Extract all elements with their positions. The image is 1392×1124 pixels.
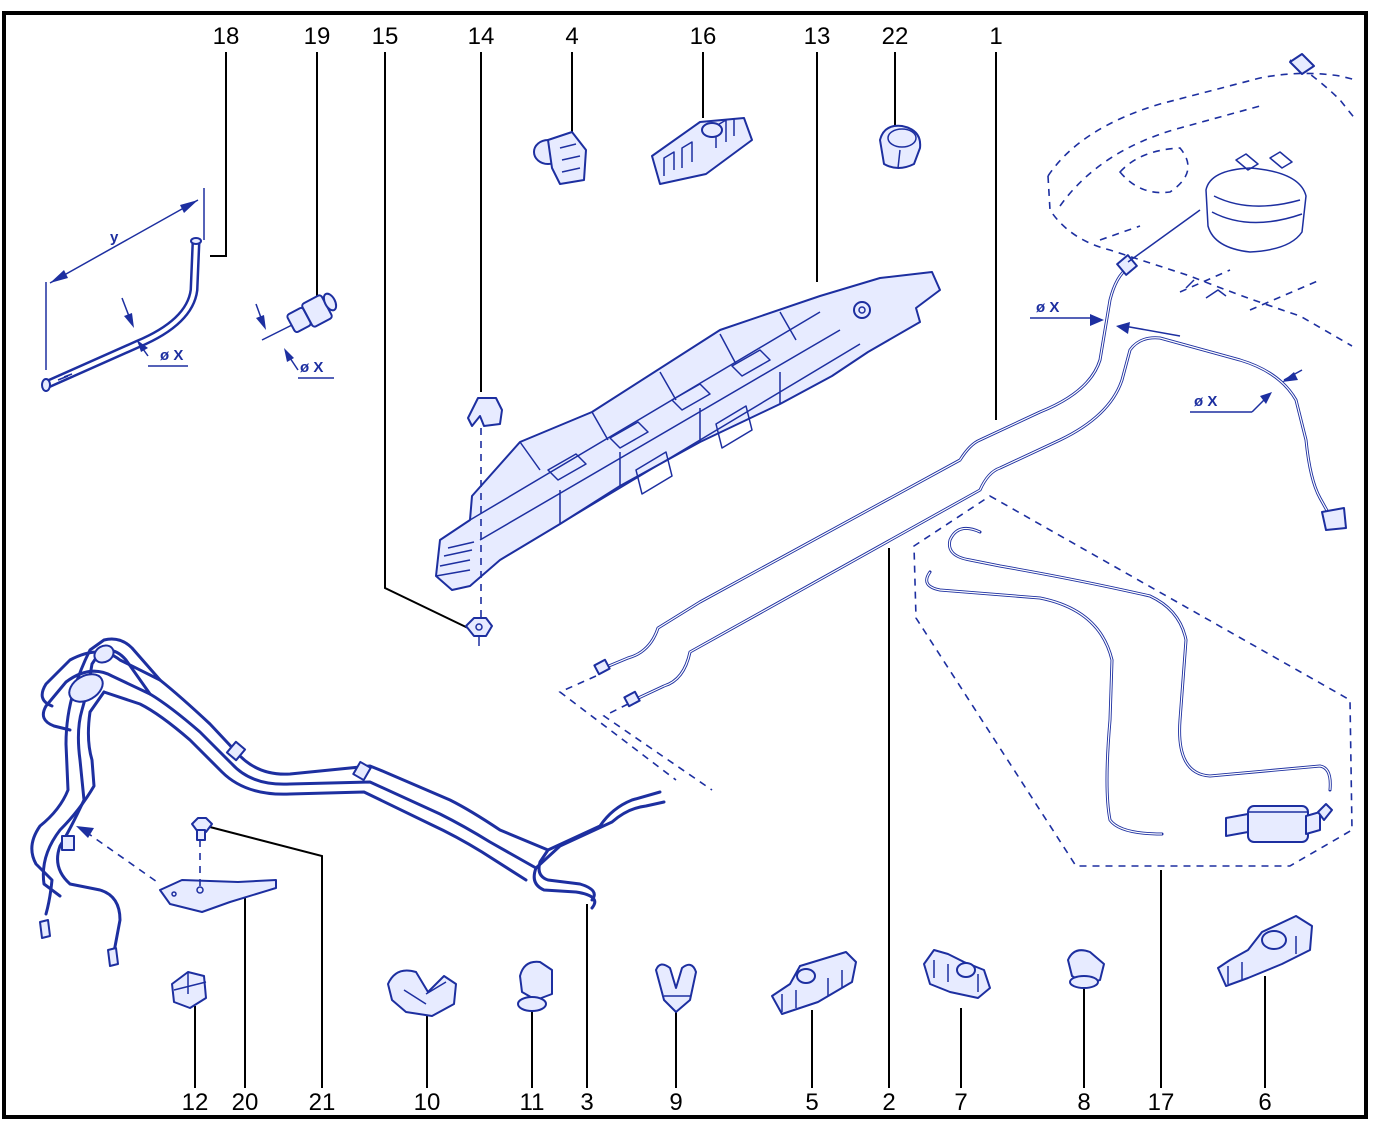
leader-15 (384, 52, 469, 629)
length-y-label: y (110, 229, 119, 246)
part-label-12: 12 (182, 1089, 209, 1116)
diameter-label-18: ø X (160, 347, 183, 364)
bottom-part-labels: 12 20 21 10 11 3 9 5 2 7 8 17 6 (182, 1089, 1272, 1116)
part-label-21: 21 (309, 1089, 336, 1116)
part-label-5: 5 (805, 1089, 818, 1116)
part-13-guard (435, 271, 941, 591)
part-label-15: 15 (372, 23, 399, 50)
diameter-label-1-left: ø X (1036, 299, 1059, 316)
part-11-clip (517, 960, 553, 1012)
diagram-frame (2, 11, 1368, 1119)
part-label-22: 22 (882, 23, 909, 50)
part-17-filter-assembly (913, 495, 1353, 867)
part-10-clip (387, 969, 457, 1017)
part-12-clip (171, 971, 207, 1009)
part-label-7: 7 (954, 1089, 967, 1116)
part-label-16: 16 (690, 23, 717, 50)
part-3-pipe-harness (30, 637, 666, 967)
part-5-clip (771, 951, 857, 1015)
part-4-clip (533, 131, 587, 185)
part-label-19: 19 (304, 23, 331, 50)
part-label-13: 13 (804, 23, 831, 50)
part-16-clip (651, 117, 753, 185)
part-label-10: 10 (414, 1089, 441, 1116)
part-1-2-pipes: ø X ø X (558, 254, 1347, 791)
part-label-3: 3 (580, 1089, 593, 1116)
part-21-bolt (191, 817, 213, 841)
leader-18 (210, 52, 227, 257)
diameter-label-1-right: ø X (1194, 393, 1217, 410)
part-15-nut (465, 617, 493, 646)
part-7-clip (923, 949, 991, 999)
part-label-14: 14 (468, 23, 495, 50)
part-18-bent-pipe: y ø X (41, 188, 205, 392)
part-20-bracket (159, 840, 277, 913)
part-6-clip (1217, 915, 1313, 987)
part-label-1: 1 (989, 23, 1002, 50)
part-label-9: 9 (669, 1089, 682, 1116)
part-label-2: 2 (882, 1089, 895, 1116)
part-22-clip (879, 124, 922, 169)
leader-lines (194, 52, 1266, 1088)
part-label-17: 17 (1148, 1089, 1175, 1116)
part-label-18: 18 (213, 23, 240, 50)
part-19-union: ø X (255, 292, 338, 379)
leader-21 (205, 825, 323, 1088)
top-part-labels: 18 19 15 14 4 16 13 22 1 (213, 23, 1003, 50)
part-label-11: 11 (520, 1089, 545, 1116)
diameter-label-19: ø X (300, 359, 323, 376)
part-label-20: 20 (232, 1089, 259, 1116)
part-8-clip (1067, 949, 1105, 989)
part-14-clip (467, 397, 503, 620)
part-label-4: 4 (565, 23, 578, 50)
part-label-8: 8 (1077, 1089, 1090, 1116)
part-9-clip (655, 963, 697, 1013)
part-label-6: 6 (1258, 1089, 1271, 1116)
fuel-tank-dashed (1047, 53, 1357, 347)
